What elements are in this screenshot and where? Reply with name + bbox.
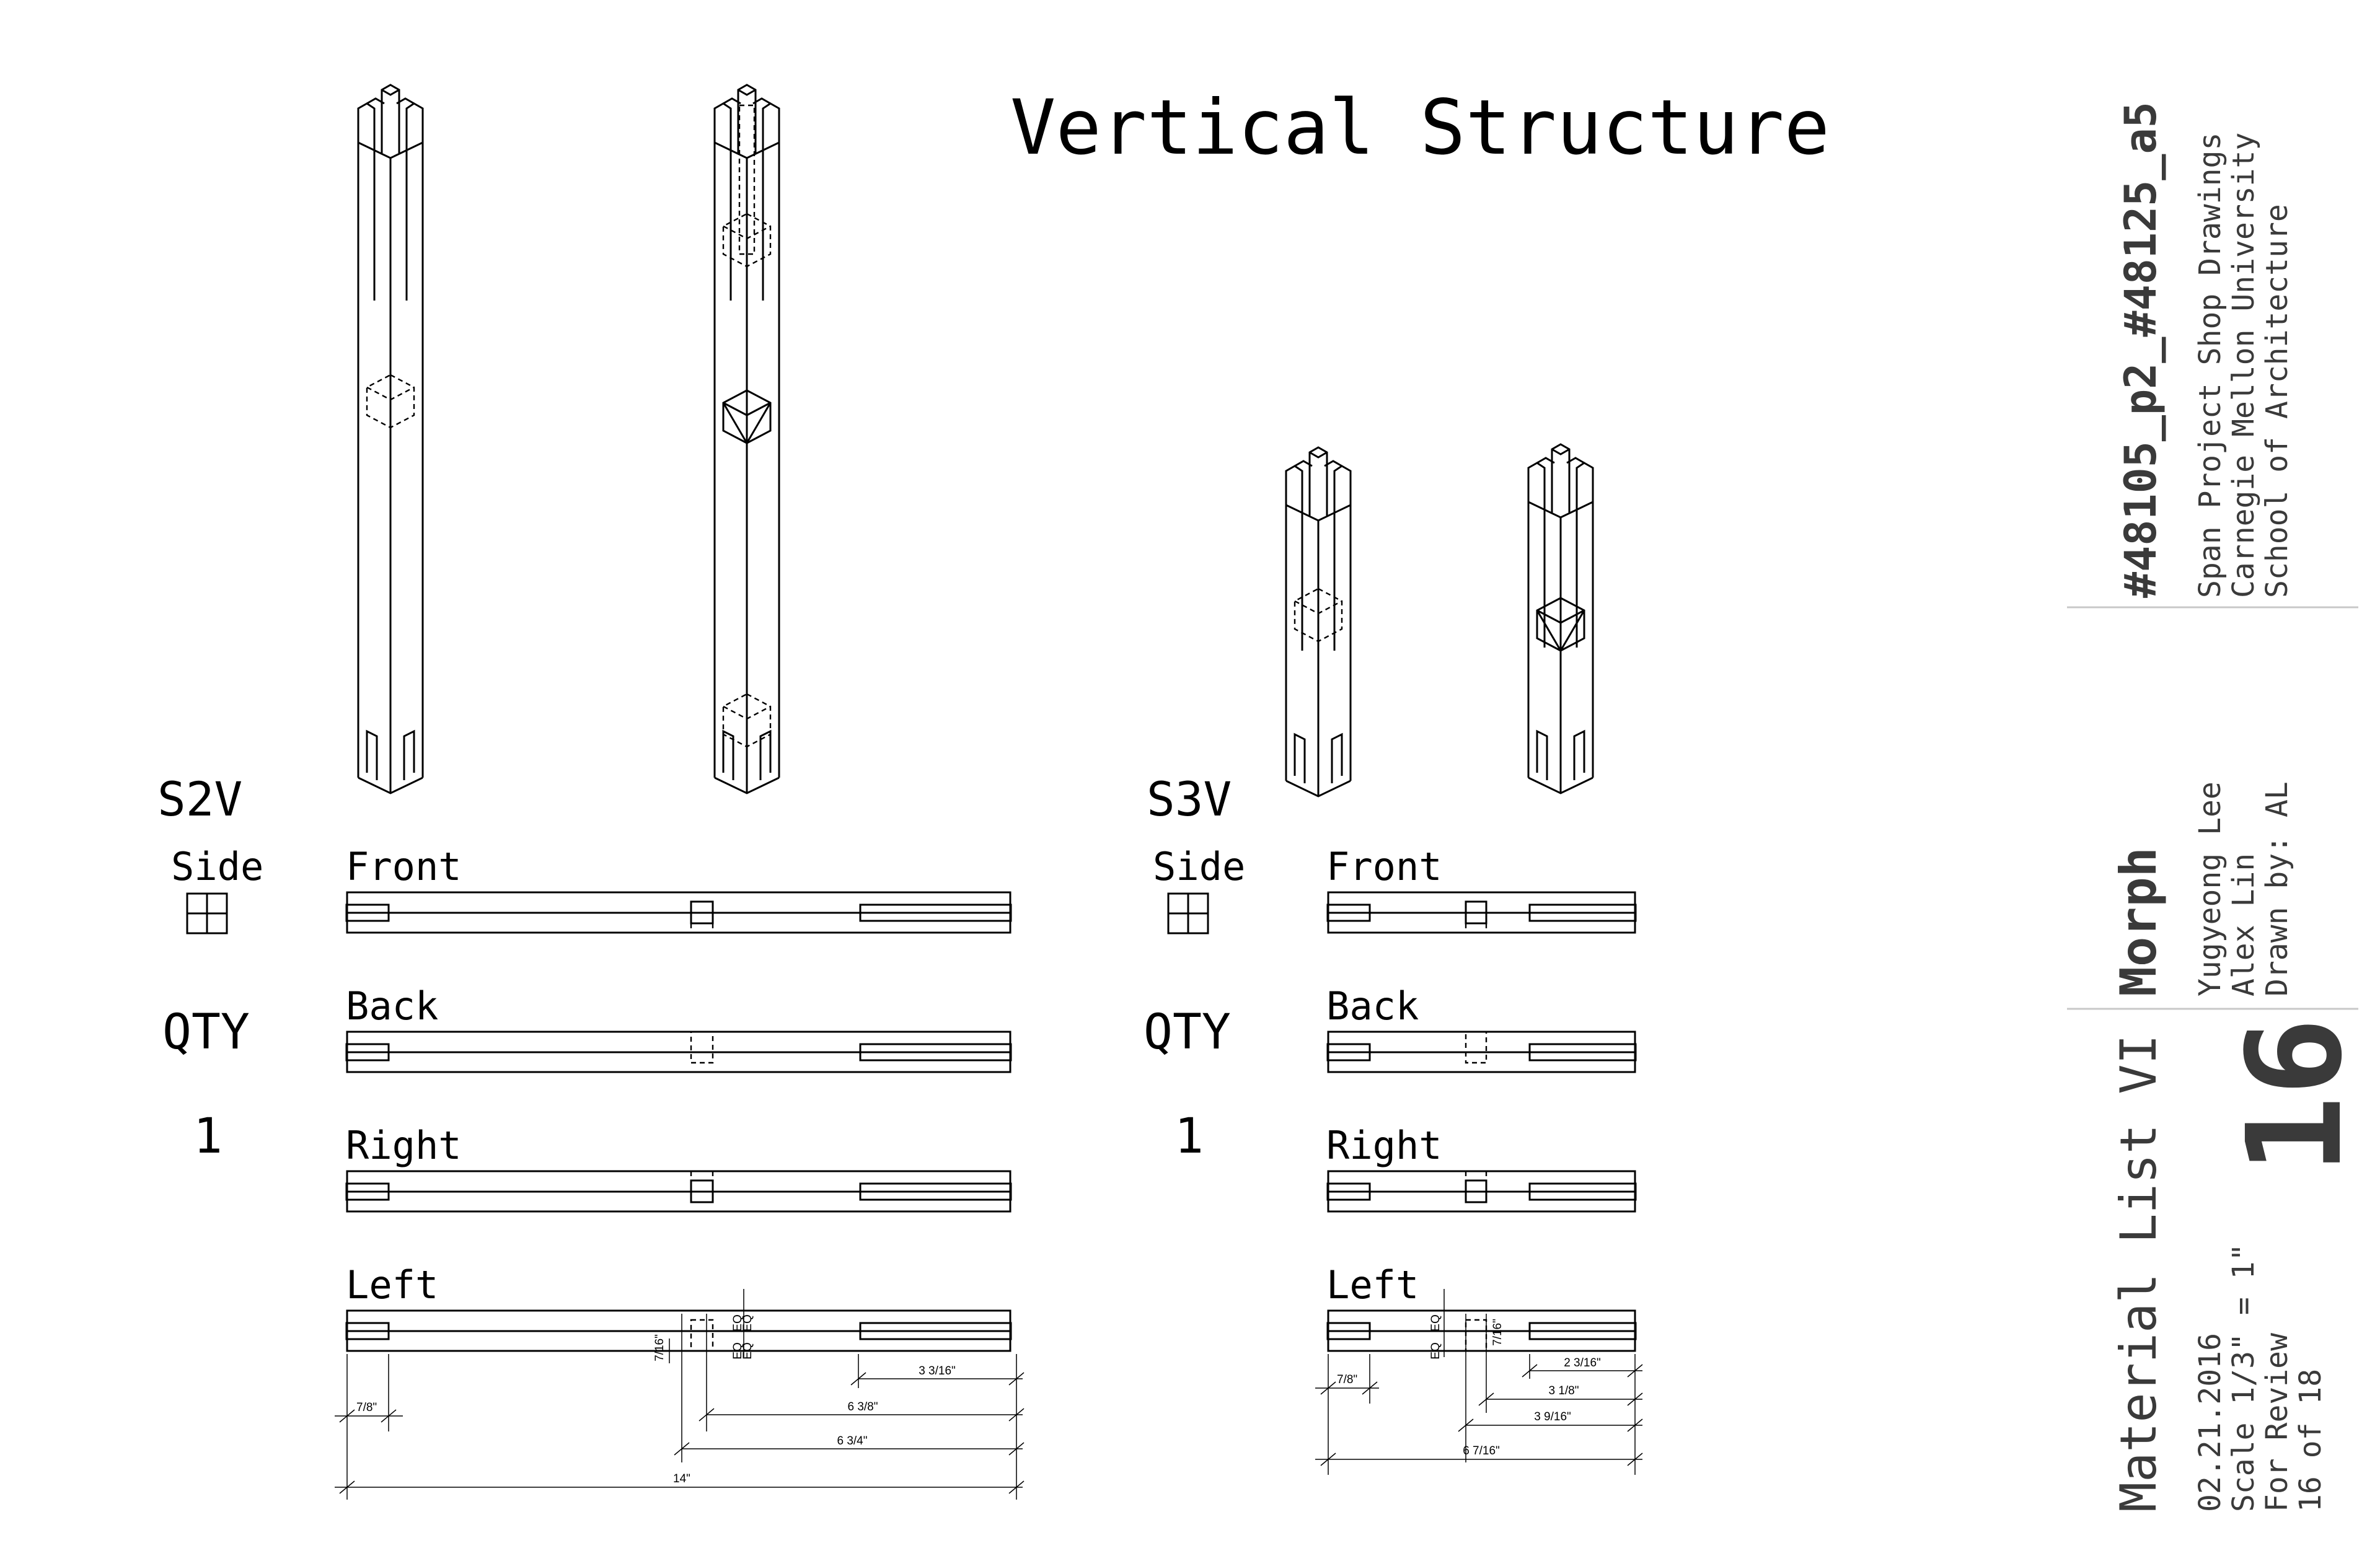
dim-3-3-16: 3 3/16": [919, 1365, 956, 1378]
iso-post-s2v-a: [357, 84, 424, 794]
s3v-dimensions: 7/8" EQ EQ 7/16" 2 3/16" 3 1/8" 3 9/16" …: [1315, 1289, 1643, 1475]
back-elevation: [345, 1031, 1012, 1073]
dim-eq-2: EQ: [741, 1314, 754, 1331]
side-view-symbol-s3v: [1167, 892, 1209, 934]
back-label: Back: [346, 983, 438, 1029]
left-label: Left: [346, 1262, 438, 1308]
sheet-scale: Scale 1/3" = 1": [2226, 1244, 2261, 1512]
s2v-dimensions: 7/8" 7/16" EQ EQ EQ EQ 3 3/16" 6 3/8" 6 …: [335, 1289, 1025, 1500]
person-1: Yugyeong Lee: [2193, 781, 2228, 996]
right-label: Right: [346, 1123, 462, 1168]
dim-6-3-4: 6 3/4": [837, 1435, 867, 1448]
project-line-3: School of Architecture: [2260, 204, 2294, 598]
dim-7-16: 7/16": [653, 1334, 666, 1361]
sheet-title: Material List VI: [2110, 1034, 2167, 1512]
sheet-date: 02.21.2016: [2193, 1333, 2228, 1512]
dim-eq-1: EQ: [731, 1314, 744, 1331]
project-line-2: Carnegie Mellon University: [2226, 133, 2261, 598]
dim-eq-3: EQ: [731, 1342, 744, 1359]
iso-post-s3v-b: [1527, 443, 1594, 794]
right-label-s3v: Right: [1326, 1123, 1442, 1168]
dim-6-3-8: 6 3/8": [847, 1400, 878, 1413]
front-label-s3v: Front: [1326, 844, 1442, 889]
right-elevation-s3v: [1326, 1170, 1637, 1213]
project-line-1: Span Project Shop Drawings: [2193, 133, 2228, 598]
side-label: Side: [171, 844, 263, 889]
iso-post-s2v-b: [713, 84, 780, 794]
left-elevation: [345, 1309, 1012, 1352]
front-elevation-s3v: [1326, 891, 1637, 934]
iso-post-s3v-a: [1285, 446, 1352, 798]
drawing-title: Vertical Structure: [1010, 84, 1830, 172]
sheet-status: For Review: [2260, 1333, 2294, 1512]
person-2: Alex Lin: [2226, 853, 2261, 996]
title-block: #48105_p2_#48125_a5 Span Project Shop Dr…: [2067, 102, 2371, 1512]
back-elevation-s3v: [1326, 1031, 1637, 1073]
dim-2-3-16: 2 3/16": [1564, 1356, 1601, 1369]
dim-eq-s3v-1: EQ: [1429, 1314, 1442, 1331]
side-label-s3v: Side: [1153, 844, 1245, 889]
dim-eq-s3v-2: EQ: [1429, 1342, 1442, 1359]
drawn-by: Drawn by: AL: [2260, 781, 2294, 996]
part-label-s3v: S3V: [1147, 772, 1232, 827]
qty-value-s3v: 1: [1175, 1109, 1204, 1164]
dim-7-8: 7/8": [356, 1401, 377, 1414]
right-elevation: [345, 1170, 1012, 1213]
side-view-symbol: [186, 892, 228, 934]
qty-value: 1: [193, 1109, 223, 1164]
dim-6-7-16: 6 7/16": [1463, 1444, 1500, 1457]
front-label: Front: [346, 844, 462, 889]
front-elevation: [345, 891, 1012, 934]
left-elevation-s3v: [1326, 1309, 1637, 1352]
qty-label-s3v: QTY: [1144, 1004, 1231, 1060]
part-label-s2v: S2V: [157, 772, 242, 827]
dim-3-1-8: 3 1/8": [1548, 1384, 1579, 1397]
sheet-count: 16 of 18: [2293, 1369, 2328, 1512]
left-label-s3v: Left: [1326, 1262, 1419, 1308]
sheet-number: 16: [2219, 1018, 2371, 1174]
back-label-s3v: Back: [1326, 983, 1419, 1029]
dim-3-9-16: 3 9/16": [1534, 1410, 1571, 1423]
dim-14: 14": [673, 1472, 690, 1485]
project-code: #48105_p2_#48125_a5: [2115, 102, 2166, 598]
team-name: Morph: [2110, 847, 2167, 996]
qty-label: QTY: [162, 1004, 250, 1060]
dim-7-8-s3v: 7/8": [1337, 1373, 1357, 1386]
dim-7-16-s3v: 7/16": [1491, 1319, 1504, 1346]
dim-eq-4: EQ: [741, 1342, 754, 1359]
